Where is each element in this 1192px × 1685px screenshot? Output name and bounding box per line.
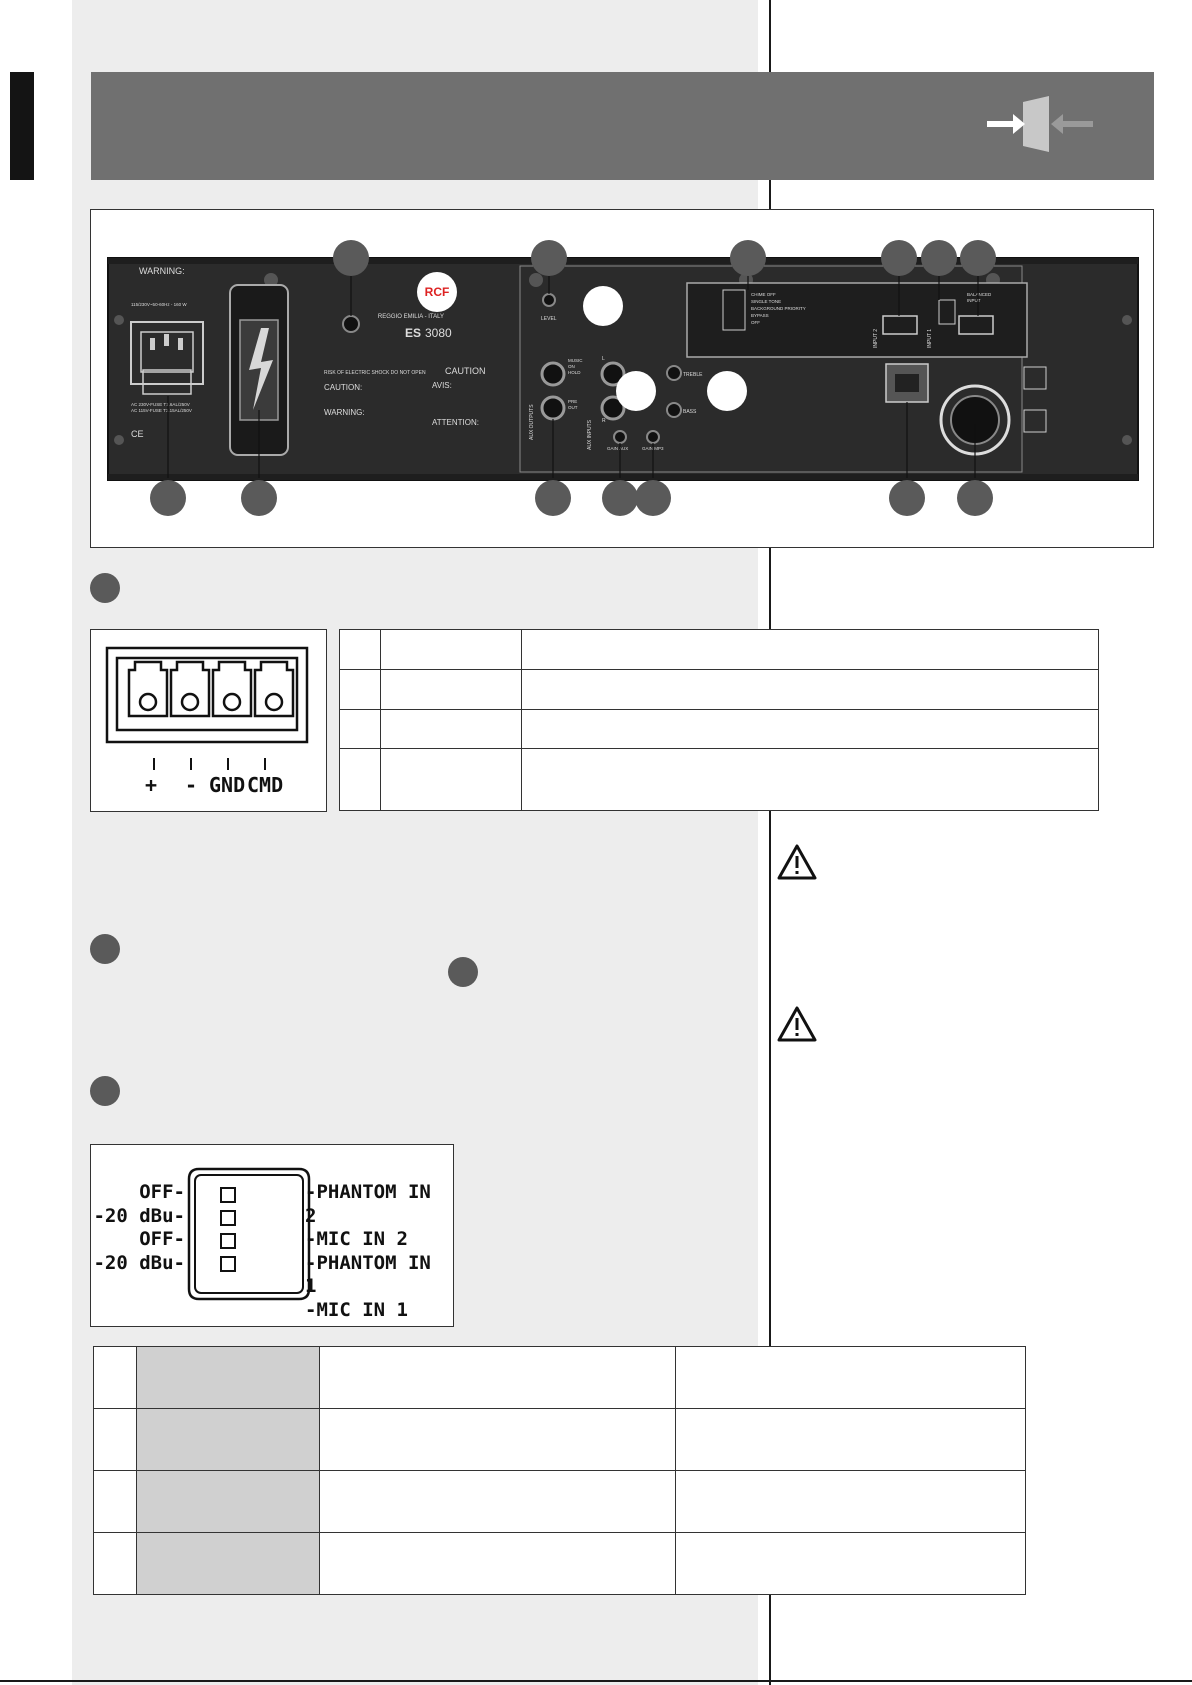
table-cell — [675, 1532, 1026, 1595]
svg-text:OFF: OFF — [751, 320, 760, 325]
terminal-label-gnd: GND — [209, 773, 246, 797]
svg-text:GAIN AUX: GAIN AUX — [607, 446, 628, 451]
section-bullet — [90, 934, 120, 964]
svg-text:AC 230V-FUSE T1.6AL/250V: AC 230V-FUSE T1.6AL/250V — [131, 402, 190, 407]
table-cell — [521, 748, 1099, 811]
table-cell — [675, 1470, 1026, 1533]
table-cell — [521, 629, 1099, 670]
connector-figure: + - GND CMD — [90, 629, 327, 812]
svg-text:INPUT 2: INPUT 2 — [873, 329, 879, 348]
svg-text:CHIME OFF: CHIME OFF — [751, 292, 776, 297]
svg-text:BYPASS: BYPASS — [751, 313, 769, 318]
terminal-block-drawing — [105, 646, 309, 744]
input-arrows-icon — [987, 96, 1093, 152]
section-tab — [10, 72, 34, 180]
table-cell — [93, 1532, 137, 1595]
svg-text:115/230V~50-60Hz - 160 W: 115/230V~50-60Hz - 160 W — [131, 302, 187, 307]
svg-text:CE: CE — [131, 429, 144, 439]
terminal-label-minus: - — [185, 773, 198, 797]
svg-text:PRE: PRE — [568, 399, 577, 404]
section-banner — [91, 72, 1154, 180]
terminal-label-cmd: CMD — [247, 773, 284, 797]
svg-text:L: L — [602, 356, 605, 362]
warning-triangle-icon — [777, 844, 817, 880]
table-cell — [380, 748, 522, 811]
rear-panel-figure: RCF WARNING: 115/230V~50-60Hz - 160 W — [90, 209, 1154, 548]
svg-text:ON: ON — [568, 364, 575, 369]
dip-switch-figure: OFF- -20 dBu- OFF- -20 dBu- -PHANTOM IN … — [90, 1144, 454, 1327]
dip-right-label: -MIC IN 1 — [305, 1298, 408, 1321]
dip-right-label: -PHANTOM IN 1 — [305, 1251, 431, 1298]
svg-text:AUX OUTPUTS: AUX OUTPUTS — [529, 404, 535, 440]
table-cell — [339, 669, 381, 710]
table-cell — [521, 709, 1099, 749]
table-cell — [675, 1408, 1026, 1471]
warning-triangle-icon — [777, 1006, 817, 1042]
section-bullet-connector — [90, 573, 120, 603]
svg-text:BACKGROUND PRIORITY: BACKGROUND PRIORITY — [751, 306, 806, 311]
table-cell — [93, 1346, 137, 1409]
table-cell — [136, 1470, 320, 1533]
table-cell — [339, 748, 381, 811]
table-cell — [319, 1532, 676, 1595]
svg-text:ES: ES — [405, 326, 421, 340]
svg-text:AVIS:: AVIS: — [432, 381, 452, 390]
footer-rule — [0, 1680, 1192, 1682]
svg-text:MUSIC: MUSIC — [568, 358, 583, 363]
svg-text:INPUT: INPUT — [967, 298, 981, 303]
table-cell — [339, 629, 381, 670]
table-cell — [319, 1408, 676, 1471]
table-cell — [380, 669, 522, 710]
svg-text:RISK OF ELECTRIC SHOCK DO NOT: RISK OF ELECTRIC SHOCK DO NOT OPEN — [324, 370, 426, 376]
table-cell — [319, 1470, 676, 1533]
svg-text:TREBLE: TREBLE — [683, 372, 703, 378]
svg-text:AUX INPUTS: AUX INPUTS — [587, 419, 593, 450]
table-cell — [136, 1346, 320, 1409]
svg-text:SINGLE TONE: SINGLE TONE — [751, 299, 781, 304]
svg-text:WARNING:: WARNING: — [139, 266, 185, 276]
dip-left-label: OFF- — [139, 1228, 185, 1250]
svg-text:ATTENTION:: ATTENTION: — [432, 418, 479, 427]
dip-left-label: -20 dBu- — [93, 1251, 185, 1274]
table-cell — [521, 669, 1099, 710]
dip-left-label: OFF- — [139, 1181, 185, 1203]
dip-right-label: -PHANTOM IN 2 — [305, 1181, 431, 1227]
rear-panel-drawing: RCF WARNING: 115/230V~50-60Hz - 160 W — [107, 240, 1139, 516]
table-cell — [136, 1532, 320, 1595]
dip-right-label: -MIC IN 2 — [305, 1228, 408, 1250]
svg-text:LEVEL: LEVEL — [541, 316, 557, 322]
svg-text:BALANCED: BALANCED — [967, 292, 992, 297]
svg-text:CAUTION:: CAUTION: — [324, 383, 362, 392]
dip-switch-drawing — [187, 1167, 311, 1301]
svg-text:CAUTION: CAUTION — [445, 366, 486, 376]
dip-settings-table — [93, 1346, 1026, 1595]
table-cell — [136, 1408, 320, 1471]
svg-text:REGGIO EMILIA - ITALY: REGGIO EMILIA - ITALY — [378, 314, 444, 320]
dip-left-label: -20 dBu- — [93, 1204, 185, 1227]
table-cell — [675, 1346, 1026, 1409]
table-cell — [93, 1408, 137, 1471]
svg-text:RCF: RCF — [425, 285, 450, 299]
column-divider — [769, 0, 771, 1685]
svg-text:3080: 3080 — [425, 326, 452, 340]
svg-text:AC 115V-FUSE T3.15AL/250V: AC 115V-FUSE T3.15AL/250V — [131, 408, 192, 413]
table-cell — [319, 1346, 676, 1409]
table-cell — [380, 629, 522, 670]
svg-text:R: R — [602, 418, 606, 424]
svg-text:WARNING:: WARNING: — [324, 408, 365, 417]
svg-text:INPUT 1: INPUT 1 — [927, 329, 933, 348]
table-cell — [339, 709, 381, 749]
svg-text:HOLD: HOLD — [568, 370, 581, 375]
svg-text:BASS: BASS — [683, 409, 697, 415]
table-cell — [93, 1470, 137, 1533]
section-bullet-dip-switch — [90, 1076, 120, 1106]
connector-pin-table — [339, 629, 1099, 811]
section-bullet — [448, 957, 478, 987]
svg-text:OUT: OUT — [568, 405, 578, 410]
terminal-label-plus: + — [145, 773, 158, 797]
table-cell — [380, 709, 522, 749]
